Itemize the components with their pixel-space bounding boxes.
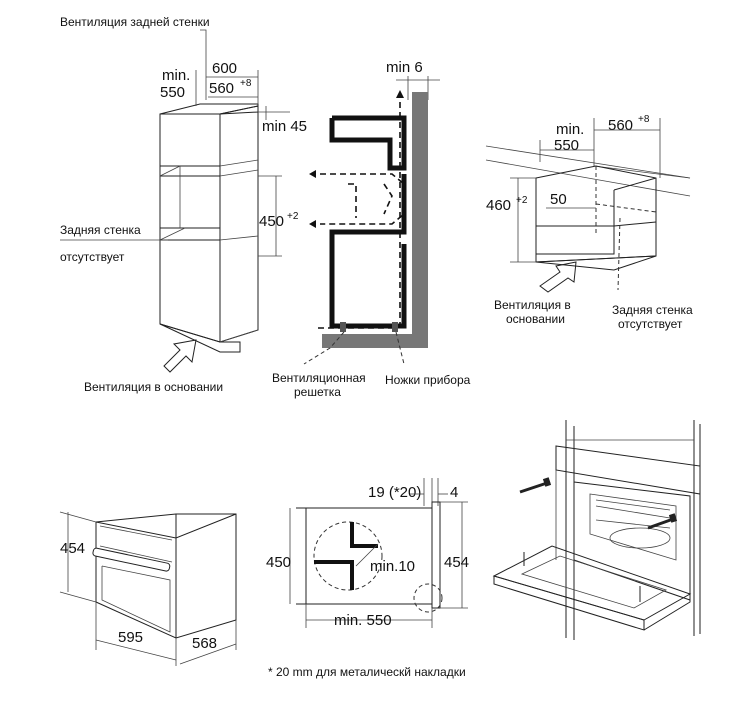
- dim-560: 560: [608, 117, 633, 134]
- dim-460: 460: [486, 197, 511, 214]
- dim-19: 19 (*20): [368, 484, 421, 501]
- label-back-wall-ventilation: Вентиляция задней стенки: [60, 15, 210, 29]
- dim-min550: min. 550: [334, 612, 392, 629]
- dim-560: 560: [209, 80, 234, 97]
- dim-min6: min 6: [386, 59, 423, 76]
- label-back-wall: Задняя стенка: [60, 223, 141, 237]
- dim-600: 600: [212, 60, 237, 77]
- wall: [412, 92, 428, 338]
- label-wall-2: отсутствует: [618, 317, 683, 331]
- dim-568: 568: [192, 635, 217, 652]
- panel-cabinet-column: Вентиляция задней стенки min.: [60, 15, 307, 394]
- footnote: * 20 mm для металическй накладки: [268, 665, 466, 679]
- panel-mounting: [492, 420, 701, 640]
- label-grille-1: Вентиляционная: [272, 371, 366, 385]
- label-vent-1: Вентиляция в: [494, 298, 571, 312]
- label-grille-2: решетка: [294, 385, 341, 399]
- panel-ventilation-section: min 6 Вентиляционная решетка Ножки прибо…: [272, 59, 471, 399]
- dim-50: 50: [550, 191, 567, 208]
- dim-4: 4: [450, 484, 458, 501]
- dim-560-sup: +8: [240, 78, 252, 89]
- label-feet: Ножки прибора: [385, 373, 471, 387]
- label-vent-2: основании: [506, 312, 565, 326]
- floor: [322, 334, 428, 348]
- panel-oven-dimensions: 454 595 568: [59, 511, 237, 666]
- dim-595: 595: [118, 629, 143, 646]
- arrow-icon: [163, 339, 197, 373]
- dim-550: 550: [160, 84, 185, 101]
- label-absent: отсутствует: [60, 250, 125, 264]
- dim-min: min.: [556, 121, 584, 138]
- dim-450: 450: [266, 554, 291, 571]
- dim-min10: min.10: [370, 558, 415, 575]
- dim-460-sup: +2: [516, 195, 528, 206]
- dim-min: min.: [162, 67, 190, 84]
- oven-handle: [92, 547, 171, 572]
- screw-icon: [647, 513, 678, 530]
- foot-left: [340, 322, 346, 332]
- arrow-icon: [539, 261, 577, 293]
- dim-550: 550: [554, 137, 579, 154]
- dim-560-sup: +8: [638, 114, 650, 125]
- panel-niche: min. 550 560 +8 460 +2 50 В: [485, 114, 693, 331]
- cabinet-drawing: [159, 103, 259, 353]
- dim-450-sup: +2: [287, 211, 299, 222]
- dim-454: 454: [60, 540, 85, 557]
- panel-installation-section: 19 (*20) 4 450 454 min.10 min. 550 * 20 …: [266, 478, 469, 679]
- foot-right: [392, 322, 398, 332]
- label-base-ventilation: Вентиляция в основании: [84, 380, 223, 394]
- label-wall-1: Задняя стенка: [612, 303, 693, 317]
- dim-min45: min 45: [262, 118, 307, 135]
- screw-icon: [519, 477, 552, 494]
- dim-454: 454: [444, 554, 469, 571]
- dim-450: 450: [259, 213, 284, 230]
